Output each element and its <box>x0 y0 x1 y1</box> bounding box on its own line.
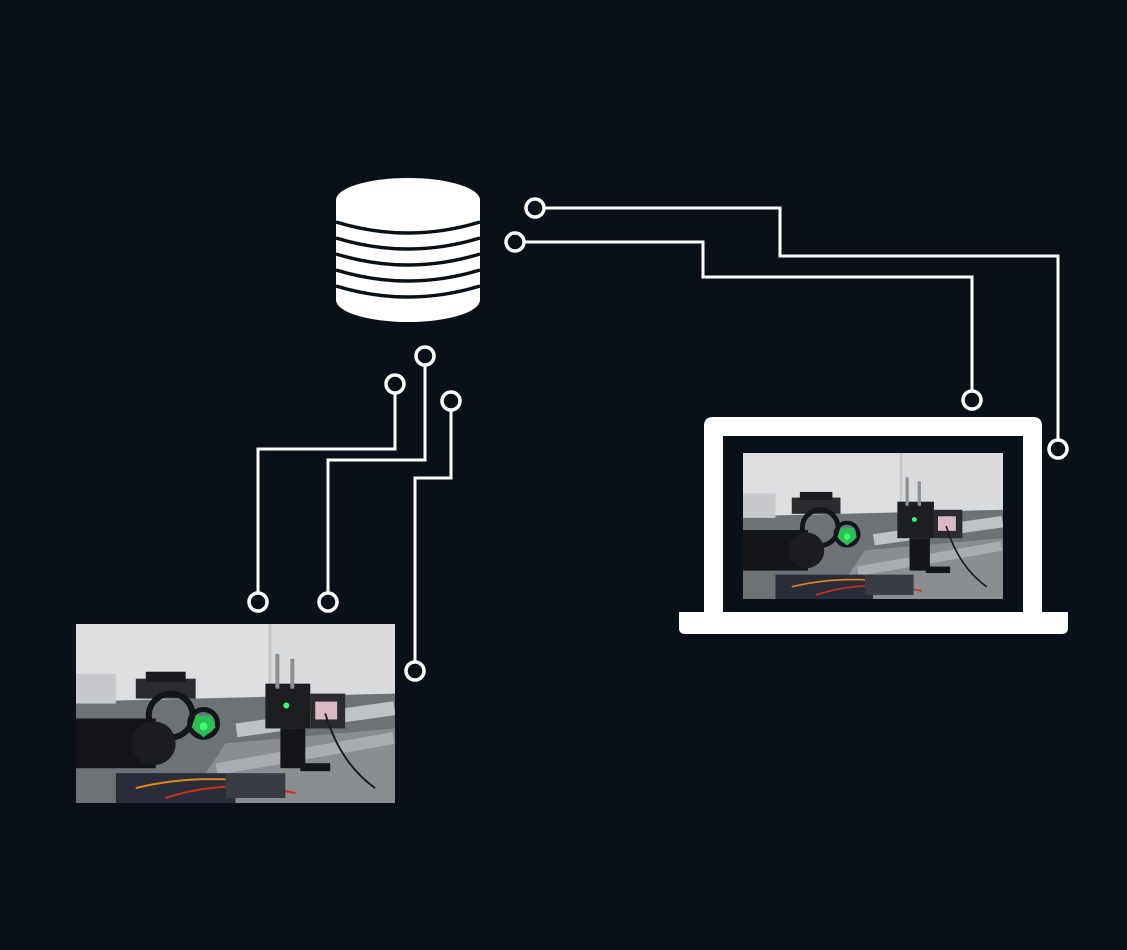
endpoint-ring <box>247 591 269 613</box>
endpoint-ring <box>524 197 546 219</box>
connector-line <box>413 410 453 661</box>
connectors-database-to-laptop <box>525 206 1060 440</box>
endpoint-ring <box>961 389 983 411</box>
connector-line <box>545 206 1060 440</box>
endpoint-ring <box>504 231 526 253</box>
connector-line <box>256 393 397 593</box>
database-icon <box>335 178 481 322</box>
camera-photo <box>76 624 395 803</box>
connector-line <box>525 240 974 391</box>
endpoint-ring <box>317 591 339 613</box>
endpoint-ring <box>1047 438 1069 460</box>
endpoint-ring <box>404 660 426 682</box>
endpoint-ring <box>440 390 462 412</box>
connectors-database-to-camera <box>256 365 453 661</box>
lab-optics-photo <box>743 453 1003 599</box>
endpoint-ring <box>384 373 406 395</box>
connector-line <box>326 365 427 593</box>
endpoint-ring <box>414 345 436 367</box>
laptop-screen-photo <box>743 453 1003 599</box>
lab-optics-photo <box>76 624 395 803</box>
connector-endpoints <box>247 197 1069 682</box>
